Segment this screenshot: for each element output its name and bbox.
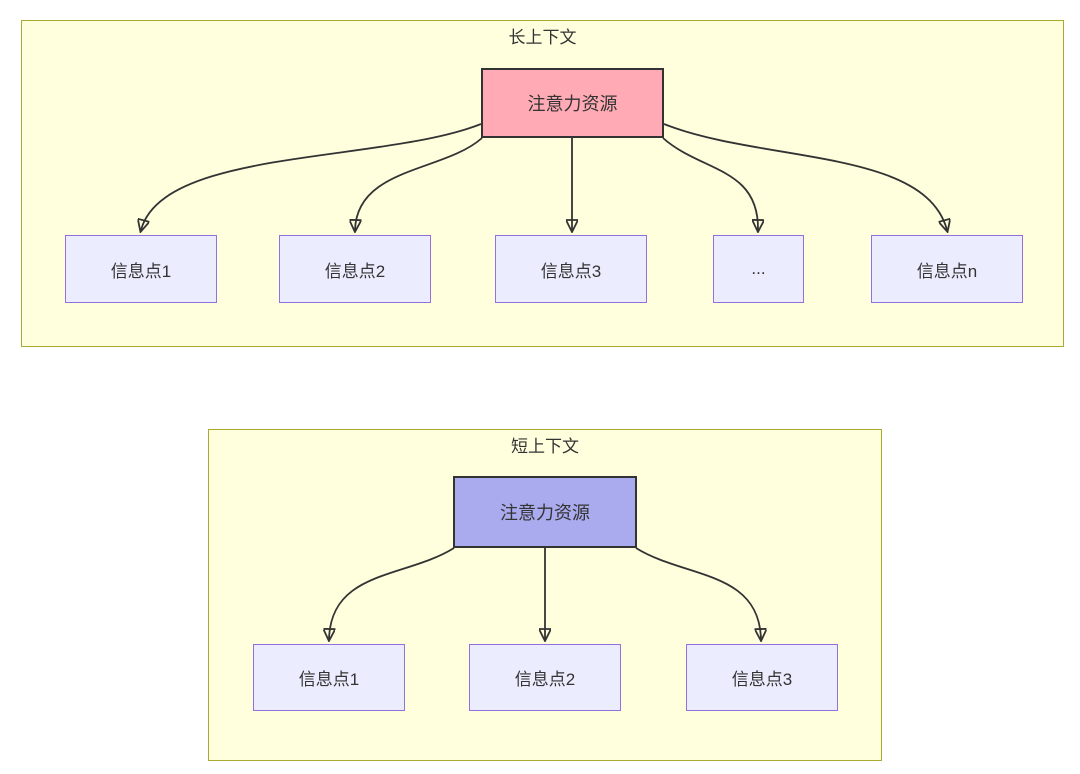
info-node-short-2: 信息点2 xyxy=(469,644,621,711)
info-node-long-2: 信息点2 xyxy=(279,235,431,303)
short-context-group: 短上下文 注意力资源 信息点1 信息点2 信息点3 xyxy=(208,429,882,761)
attention-node-long: 注意力资源 xyxy=(481,68,664,138)
info-node-long-ellipsis: ... xyxy=(713,235,804,303)
info-node-long-n: 信息点n xyxy=(871,235,1023,303)
info-node-short-3: 信息点3 xyxy=(686,644,838,711)
info-node-long-1: 信息点1 xyxy=(65,235,217,303)
short-context-title: 短上下文 xyxy=(511,437,579,456)
long-context-title: 长上下文 xyxy=(508,28,577,47)
long-context-group: 长上下文 注意力资源 信息点1 信息点2 信息点3 ... 信息点n xyxy=(21,20,1064,347)
attention-node-short: 注意力资源 xyxy=(453,476,637,548)
info-node-long-3: 信息点3 xyxy=(495,235,647,303)
info-node-short-1: 信息点1 xyxy=(253,644,405,711)
